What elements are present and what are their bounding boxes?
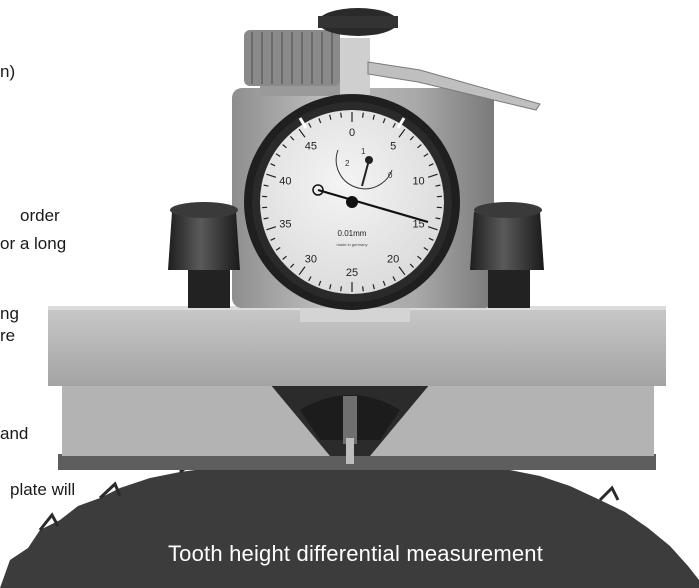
left-clamp-knob [168,202,240,308]
dial-tick [372,114,375,120]
dial-tick [266,173,277,178]
dial-tick [340,112,342,118]
maker-mark: made in germany [337,242,368,247]
dial-tick [428,237,434,241]
text-fragment-2: order [20,206,60,225]
dial-tick [423,153,429,157]
dial-indicator: 0 5 10 15 20 25 30 35 40 45 2 1 0 0.01mm made in … [244,94,460,310]
dial-tick [329,114,332,120]
dial-number: 5 [390,140,396,152]
dial-number: 10 [412,175,424,187]
dial-tick [392,276,396,282]
dial-tick [435,217,441,220]
dial-tick [329,284,332,290]
dial-tick [382,118,386,124]
base-plate [58,454,656,470]
text-fragment-1: n) [0,62,16,81]
dial-tick [398,128,406,138]
text-fragment-6: and [0,424,29,443]
dial-tick [275,247,281,251]
text-fragment-4: ng [0,304,19,323]
dial-tick [340,286,342,292]
dial-number: 15 [412,219,424,231]
dial-tick [372,284,375,290]
dial-tick [308,122,312,128]
inner-scale-2: 2 [345,159,350,168]
dial-number: 40 [279,175,291,187]
dial-tick [398,266,406,276]
dial-tick [409,135,415,141]
text-fragment-5: re [0,326,16,345]
dial-number: 30 [305,254,317,266]
dial-tick [318,280,322,286]
dial-number: 35 [279,219,291,231]
dial-tick [417,255,422,260]
dial-tick [392,122,396,128]
dial-tick [275,153,281,157]
text-fragment-7: plate will [10,480,76,499]
dial-number: 45 [305,140,317,152]
dial-number: 20 [387,254,399,266]
dial-tick [428,163,434,167]
dial-tick [382,280,386,286]
right-clamp-knob [470,202,544,308]
dial-tick [362,112,364,118]
inner-scale-1: 1 [361,147,366,156]
dial-tick [423,247,429,251]
text-fragment-3: or a long [0,234,67,253]
dial-tick [298,128,306,138]
lift-lever [367,61,541,111]
dial-tick [270,237,276,241]
dial-tick [282,255,287,260]
inner-scale-0: 0 [388,171,393,180]
dial-tick [427,173,438,178]
dial-tick [270,163,276,167]
dial-tick [298,266,306,276]
dial-tick [318,118,322,124]
dial-tick [263,217,269,220]
dial-tick [427,226,438,231]
dial-needle [317,188,429,224]
dial-tick [282,144,287,149]
dial-tick [417,144,422,149]
dial-number: 25 [346,267,358,279]
dial-tick [362,286,364,292]
dial-number: 0 [349,127,355,139]
dial-tick [308,276,312,282]
dial-tick [409,263,415,269]
dial-tick [289,135,295,141]
dial-tick [266,226,277,231]
dial-tick [289,263,295,269]
dial-tick [263,184,269,187]
saw-blade [0,458,699,588]
dial-unit: 0.01mm [338,229,367,238]
dial-tick [435,184,441,187]
photo-caption: Tooth height differential measurement [167,541,544,566]
